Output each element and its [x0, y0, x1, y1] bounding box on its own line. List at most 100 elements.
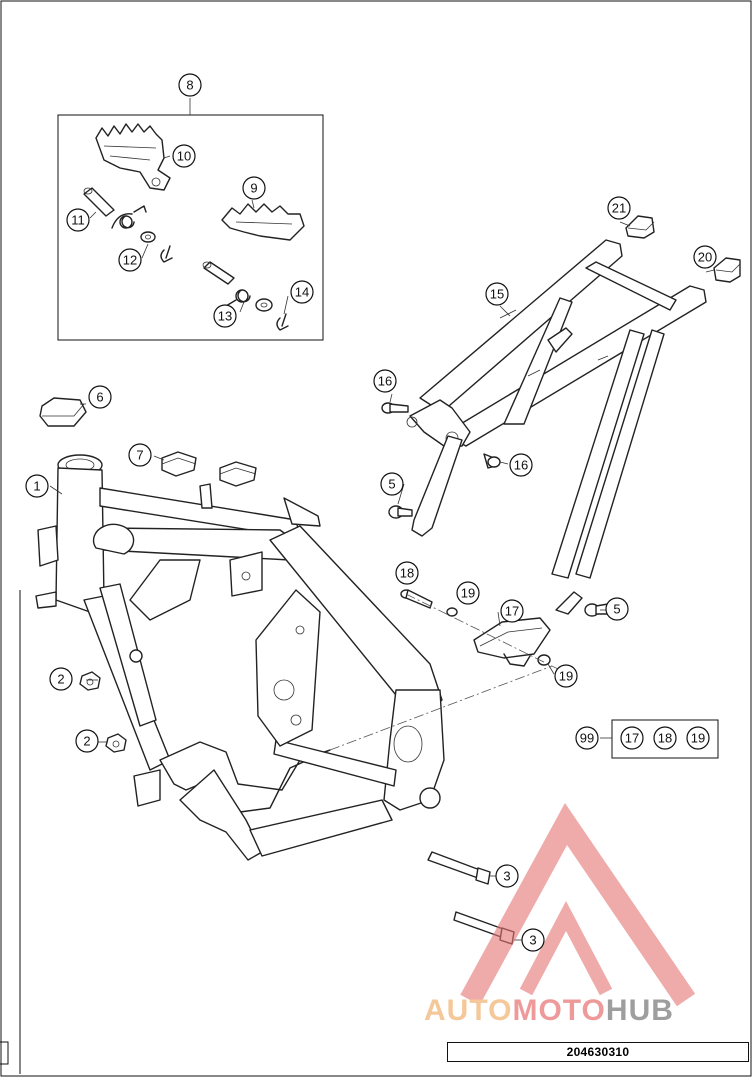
svg-text:16: 16: [378, 374, 392, 389]
footpeg-pin-right: [83, 187, 115, 217]
leader-lines: [49, 155, 715, 941]
svg-text:21: 21: [612, 201, 626, 216]
washer-right-hole: [145, 234, 151, 240]
callout-9: 9: [242, 176, 266, 200]
svg-text:2: 2: [57, 672, 64, 687]
svg-text:8: 8: [186, 78, 193, 93]
callout-18: 18: [395, 561, 419, 585]
callout-3: 3: [521, 928, 545, 952]
svg-text:3: 3: [529, 933, 536, 948]
guide-washer-19a: [446, 607, 458, 617]
subframe-bolt-5a: [388, 505, 413, 519]
watermark-part-auto: AUTO: [424, 994, 513, 1027]
callout-7: 7: [128, 443, 152, 467]
svg-text:17: 17: [625, 731, 639, 746]
frame-plug: [39, 397, 87, 427]
callout-2: 2: [49, 667, 73, 691]
watermark-logo: [460, 802, 696, 1007]
footpeg-pin-left: [202, 261, 235, 285]
callout-21: 21: [607, 196, 631, 220]
callout-19: 19: [456, 581, 480, 605]
svg-text:20: 20: [698, 250, 712, 265]
callout-15: 15: [485, 282, 509, 306]
svg-text:5: 5: [388, 477, 395, 492]
svg-text:12: 12: [123, 253, 137, 268]
svg-text:14: 14: [295, 285, 309, 300]
svg-text:17: 17: [505, 604, 519, 619]
nut-2a: [79, 671, 101, 691]
rear-subframe: [406, 239, 707, 579]
svg-text:6: 6: [96, 390, 103, 405]
callout-19: 19: [554, 664, 578, 688]
frame-axis-line: [329, 665, 553, 751]
svg-text:19: 19: [461, 586, 475, 601]
callout-8: 8: [178, 73, 202, 97]
callout-5: 5: [380, 472, 404, 496]
callout-13: 13: [213, 304, 237, 328]
kit-item-19: 19: [686, 726, 710, 750]
svg-text:18: 18: [658, 731, 672, 746]
engine-bolt-3a: [427, 851, 491, 885]
svg-text:18: 18: [400, 566, 414, 581]
nut-2b: [105, 733, 127, 753]
svg-text:16: 16: [514, 458, 528, 473]
callout-16: 16: [373, 369, 397, 393]
callout-14: 14: [290, 280, 314, 304]
cotter-pin-right: [160, 245, 173, 263]
subframe-cap-20-edge: [715, 263, 741, 273]
guide-washer-19b: [537, 654, 551, 666]
svg-text:3: 3: [503, 869, 510, 884]
main-frame: [35, 454, 445, 861]
guide-axis-line: [405, 593, 561, 671]
callout-5: 5: [605, 597, 629, 621]
svg-text:10: 10: [177, 149, 191, 164]
subframe-cap-20: [713, 257, 741, 283]
callout-2: 2: [75, 729, 99, 753]
svg-text:19: 19: [691, 731, 705, 746]
footpeg-kit-box: [57, 114, 324, 341]
washer-left-hole: [260, 302, 268, 308]
nut-2a-hole: [86, 678, 94, 686]
kit-item-17: 17: [620, 726, 644, 750]
callout-17: 17: [500, 599, 524, 623]
svg-text:13: 13: [218, 309, 232, 324]
svg-text:5: 5: [613, 602, 620, 617]
subframe-bolt-16a: [381, 402, 409, 414]
callout-11: 11: [66, 208, 90, 232]
washer-right: [140, 231, 156, 243]
watermark-part-hub: HUB: [605, 994, 674, 1027]
subframe-cap-21: [625, 215, 655, 239]
callout-1: 1: [25, 474, 49, 498]
guide-bolt-18: [400, 589, 433, 609]
cotter-pin-left: [276, 313, 289, 331]
chain-sliding-guide: [473, 617, 551, 667]
watermark-text: AUTOMOTOHUB: [424, 994, 674, 1028]
callout-99: 99: [575, 726, 599, 750]
kit-item-18: 18: [653, 726, 677, 750]
callout-6: 6: [88, 385, 112, 409]
subframe-bolt-5b: [555, 591, 609, 617]
footpeg-right: [95, 123, 171, 191]
svg-text:99: 99: [580, 731, 594, 746]
svg-text:1: 1: [33, 479, 40, 494]
svg-text:19: 19: [559, 669, 573, 684]
svg-text:15: 15: [490, 287, 504, 302]
washer-left: [255, 298, 273, 312]
subframe-cap-21-edge: [627, 221, 655, 231]
footpeg-spring-right: [111, 205, 147, 229]
callout-20: 20: [693, 245, 717, 269]
kit-99-box: [611, 719, 719, 759]
callout-12: 12: [118, 248, 142, 272]
svg-text:11: 11: [71, 213, 85, 228]
footpeg-left: [221, 203, 305, 241]
svg-text:2: 2: [83, 734, 90, 749]
left-code-box-fragment: [0, 1041, 9, 1065]
nut-2b-hole: [112, 740, 120, 748]
drawing-code: 204630310: [447, 1042, 749, 1062]
footpeg-spring-left: [225, 289, 251, 307]
protection-pads: [161, 451, 257, 487]
svg-text:9: 9: [250, 181, 257, 196]
watermark-part-moto: MOTO: [512, 994, 606, 1027]
